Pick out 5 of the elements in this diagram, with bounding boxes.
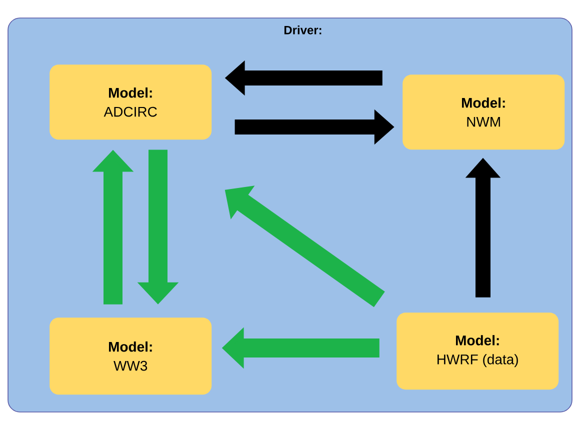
model-box: Model: WW3 (50, 318, 212, 395)
model-box: Model: HWRF (data) (396, 312, 559, 390)
model-box: Model: ADCIRC (50, 64, 212, 140)
model-box: Model: NWM (402, 74, 565, 150)
panel-title: Driver: (284, 26, 322, 34)
